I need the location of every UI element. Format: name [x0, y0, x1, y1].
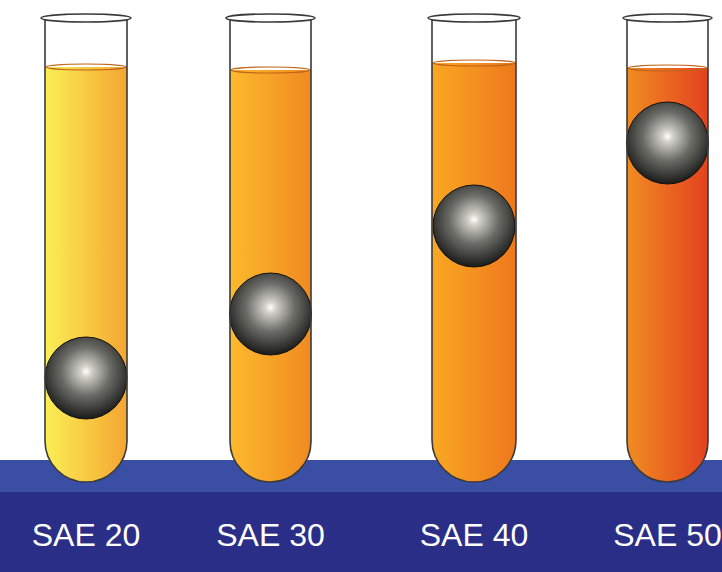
tube-outline — [45, 18, 127, 482]
steel-ball — [627, 102, 709, 184]
tube-outline — [627, 18, 708, 482]
tube-rim — [428, 14, 520, 22]
grade-label: SAE 50 — [613, 519, 722, 551]
test-tube — [623, 14, 712, 482]
oil — [432, 63, 516, 482]
tube-rim — [41, 14, 131, 22]
tube-outline — [432, 18, 516, 482]
steel-ball — [230, 273, 312, 355]
grade-label: SAE 40 — [420, 519, 529, 551]
grade-label: SAE 20 — [32, 519, 141, 551]
oil-surface — [231, 67, 310, 73]
test-tube — [428, 14, 520, 482]
tube-glass — [432, 18, 516, 482]
oil-surface — [628, 65, 707, 71]
tube-rim — [226, 14, 315, 22]
oil-surface — [46, 64, 126, 70]
steel-ball — [45, 337, 127, 419]
label-band — [0, 492, 722, 572]
oil — [45, 67, 127, 482]
tube-glass — [230, 18, 311, 482]
steel-ball — [433, 185, 515, 267]
test-tube — [226, 14, 315, 482]
oil — [627, 68, 708, 482]
test-tube — [41, 14, 131, 482]
tube-rim — [623, 14, 712, 22]
oil-surface — [433, 60, 515, 66]
tube-glass — [627, 18, 708, 482]
tube-glass — [45, 18, 127, 482]
grade-label: SAE 30 — [216, 519, 325, 551]
oil — [230, 70, 311, 482]
tube-outline — [230, 18, 311, 482]
